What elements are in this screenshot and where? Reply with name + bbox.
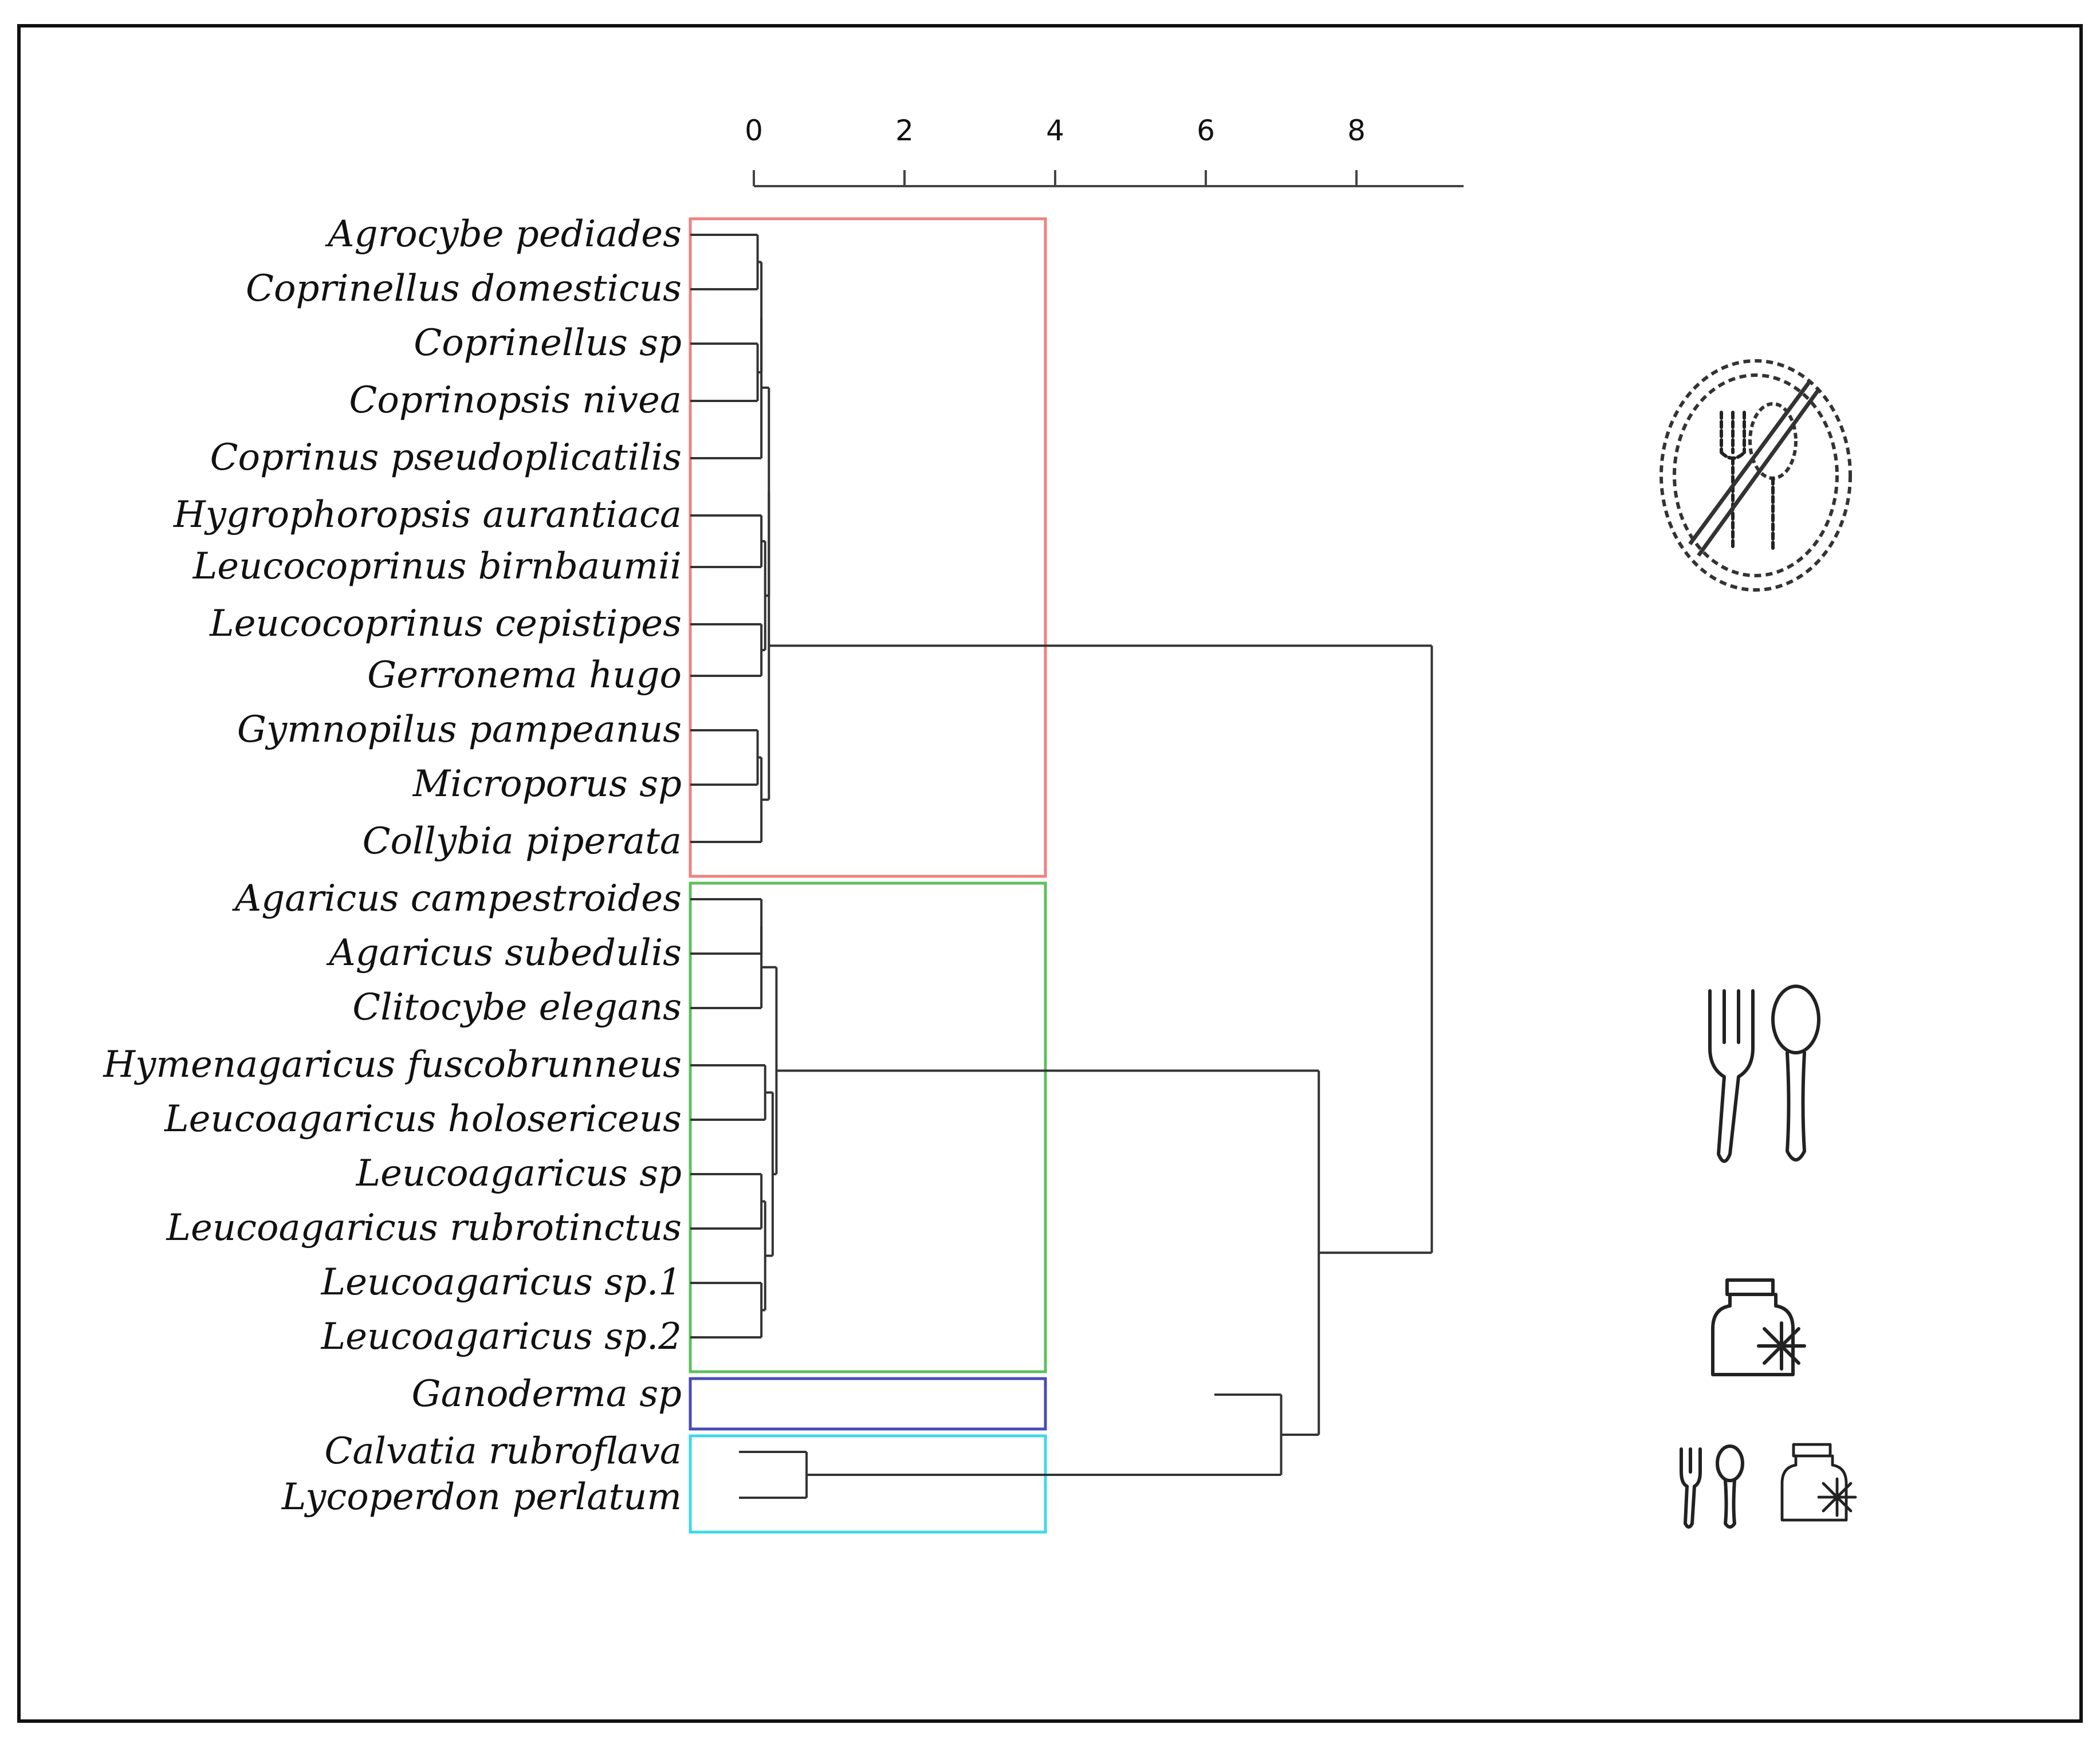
taxon-label: Leucoagaricus rubrotinctus: [166, 1207, 682, 1249]
taxon-label: Agrocybe pediades: [325, 213, 682, 255]
taxon-label: Coprinus pseudoplicatilis: [210, 436, 682, 479]
medicinal-icon: [1711, 1278, 1806, 1376]
taxon-label: Coprinellus sp: [414, 322, 682, 364]
taxon-label: Gerronema hugo: [367, 654, 682, 696]
figure-border: [17, 24, 2083, 1723]
taxon-label: Agaricus subedulis: [326, 932, 682, 974]
cluster-box-4: [689, 1434, 1047, 1534]
axis-tick-label: 8: [1347, 114, 1366, 147]
taxon-label: Hymenagaricus fuscobrunneus: [103, 1044, 682, 1086]
taxon-label: Agaricus campestroides: [232, 877, 682, 920]
not-edible-icon: [1659, 359, 1852, 592]
axis-tick-label: 2: [895, 114, 914, 147]
taxon-label: Leucoagaricus sp.1: [321, 1261, 682, 1304]
cluster-boxes: [689, 217, 1047, 1534]
taxon-label: Gymnopilus pampeanus: [237, 708, 682, 751]
taxon-label: Leucocoprinus birnbaumii: [192, 545, 682, 588]
dendrogram-tree: [690, 234, 1433, 1499]
axis-tick-label: 4: [1046, 114, 1064, 147]
cluster-box-3: [689, 1377, 1047, 1431]
taxon-label: Leucoagaricus sp.2: [321, 1316, 682, 1358]
taxon-label: Clitocybe elegans: [352, 986, 682, 1029]
taxon-label: Leucoagaricus sp: [356, 1152, 682, 1195]
axis-tick-label: 6: [1197, 114, 1215, 147]
taxon-label: Hygrophoropsis aurantiaca: [173, 494, 682, 536]
cluster-box-1: [689, 217, 1047, 878]
cluster-box-2: [689, 881, 1047, 1373]
taxon-label: Microporus sp: [412, 763, 682, 805]
distance-axis: 0 2 4 6 8: [745, 114, 1464, 187]
taxon-label: Collybia piperata: [363, 820, 682, 863]
taxon-label: Leucocoprinus cepistipes: [209, 603, 682, 645]
taxon-label: Ganoderma sp: [412, 1373, 682, 1415]
taxon-label: Leucoagaricus holosericeus: [164, 1098, 682, 1140]
taxon-label: Calvatia rubroflava: [324, 1430, 682, 1473]
edible-icon: [1708, 985, 1820, 1163]
taxon-label: Coprinopsis nivea: [349, 379, 682, 422]
taxon-label: Coprinellus domesticus: [246, 267, 682, 310]
axis-tick-label: 0: [745, 114, 763, 147]
edible-and-medicinal-icon: [1680, 1443, 1857, 1529]
taxon-label: Lycoperdon perlatum: [281, 1476, 682, 1518]
